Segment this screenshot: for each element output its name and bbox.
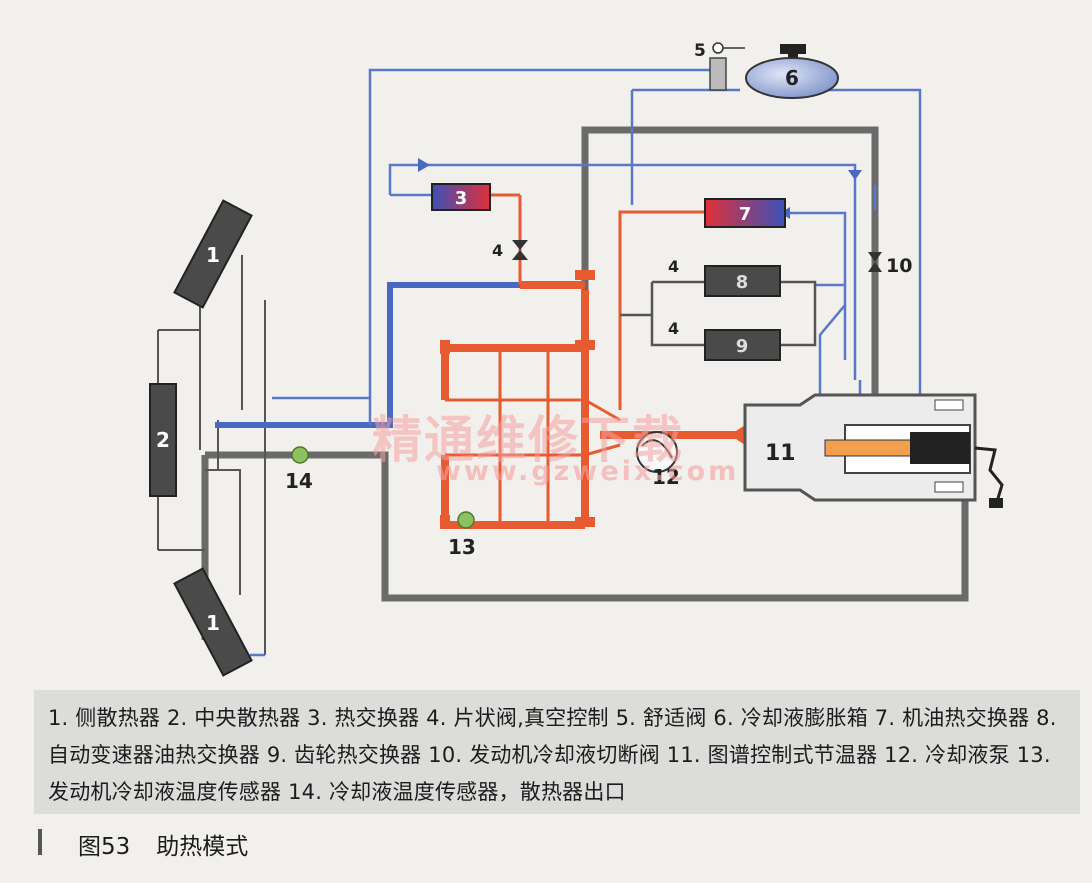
figure-title: 助热模式 (156, 834, 249, 860)
label-valve: 4 (668, 257, 679, 276)
map-controlled-thermostat: 11 (743, 393, 1004, 508)
heat-exchanger: 3 (431, 183, 491, 211)
legend-text: 1. 侧散热器 2. 中央散热器 3. 热交换器 4. 片状阀,真空控制 5. … (48, 706, 1057, 804)
label-valve: 4 (668, 319, 679, 338)
label-transmission-cooler: 8 (736, 272, 749, 293)
cold-pipes (215, 282, 520, 428)
side-radiator-bottom: 1 (173, 567, 253, 677)
label-valve: 4 (492, 241, 503, 260)
legend-box (34, 690, 1080, 814)
radiator-temp-sensor: 14 (285, 446, 313, 493)
label-gear-cooler: 9 (736, 336, 749, 357)
label-expansion-tank: 6 (785, 66, 799, 90)
label-central-radiator: 2 (156, 428, 170, 452)
valve-fittings (440, 270, 745, 529)
label-comfort-valve: 5 (694, 41, 706, 61)
expansion-tank: 6 (745, 44, 839, 99)
cold-thin-pipes (250, 68, 922, 657)
transmission-oil-cooler: 8 4 (668, 257, 781, 297)
figure-marker (38, 829, 42, 855)
engine-shutoff-valve: 10 (868, 252, 912, 277)
label-shutoff-valve: 10 (886, 255, 912, 277)
gear-heat-exchanger: 9 4 (668, 319, 781, 361)
figure-caption: 图53 助热模式 (78, 827, 274, 861)
label-side-radiator: 1 (206, 611, 220, 635)
radiator-frame (157, 255, 266, 655)
label-engine-temp-sensor: 13 (448, 535, 476, 559)
engine-temp-sensor: 13 (448, 511, 476, 559)
central-radiator: 2 (149, 383, 177, 497)
side-radiator-top: 1 (173, 199, 253, 309)
figure-number: 图53 (78, 834, 131, 860)
watermark-main: 精通维修下载 (372, 410, 684, 469)
flap-valve-top: 4 (492, 240, 528, 260)
label-side-radiator: 1 (206, 243, 220, 267)
label-oil-cooler: 7 (739, 204, 752, 225)
flow-arrow-icon (418, 158, 430, 172)
flow-arrow-icon (848, 170, 862, 180)
branch-pipes (620, 280, 817, 347)
cooling-system-diagram: 1 1 2 3 4 7 8 (149, 41, 1004, 677)
coolant-pump (636, 431, 678, 473)
label-radiator-temp-sensor: 14 (285, 469, 313, 493)
label-heat-exchanger: 3 (455, 188, 468, 209)
label-pump: 12 (652, 465, 680, 489)
watermark-url: www.gzweix.com (436, 456, 740, 487)
oil-heat-exchanger: 7 (704, 198, 786, 228)
hot-thin-pipes (445, 193, 705, 525)
comfort-valve: 5 (694, 41, 745, 91)
label-thermostat: 11 (765, 441, 796, 466)
